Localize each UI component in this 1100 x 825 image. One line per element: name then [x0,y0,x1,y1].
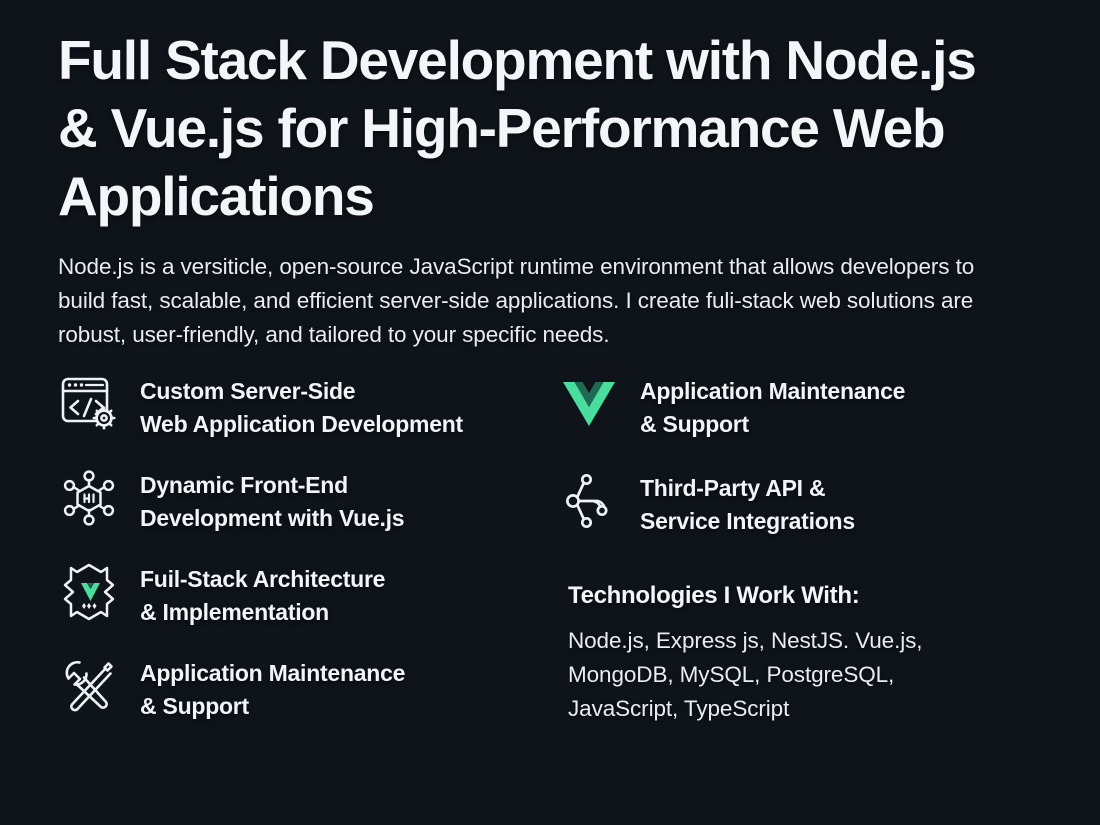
feature-item: Dynamic Front-End Development with Vue.j… [58,468,553,535]
feature-column-right: Application Maintenance & Support [553,374,1042,726]
feature-item: Custom Server-Side Web Application Devel… [58,374,553,441]
vue-logo-icon [558,374,620,434]
intro-paragraph: Node.js is a versiticle, open-source Jav… [58,254,975,347]
technologies-block: Technologies I Work With: Node.js, Expre… [558,582,1042,726]
feature-label: Application Maintenance & Support [640,378,906,437]
feature-item: Third-Party API & Service Integrations [558,471,1042,538]
hexagon-network-icon [58,468,120,528]
api-nodes-icon [558,471,620,531]
feature-column-left: Custom Server-Side Web Application Devel… [58,374,553,726]
feature-item: Application Maintenance & Support [558,374,1042,441]
vue-stack-badge-icon [58,562,120,622]
technologies-title: Technologies I Work With: [568,582,860,609]
page-title: Full Stack Development with Node.js & Vu… [58,29,977,227]
wrench-screwdriver-icon [58,656,120,716]
feature-label: Dynamic Front-End Development with Vue.j… [140,472,405,531]
feature-item: Application Maintenance & Support [58,656,553,723]
feature-label: Fuil-Stack Architecture & Implementation [140,566,386,625]
feature-label: Custom Server-Side Web Application Devel… [140,378,463,437]
technologies-list: Node.js, Express js, NestJS. Vue.js, Mon… [568,628,923,721]
feature-label: Application Maintenance & Support [140,660,406,719]
feature-label: Third-Party API & Service Integrations [640,475,855,534]
feature-item: Fuil-Stack Architecture & Implementation [58,562,553,629]
browser-code-gear-icon [58,374,120,434]
feature-columns: Custom Server-Side Web Application Devel… [58,374,1042,726]
